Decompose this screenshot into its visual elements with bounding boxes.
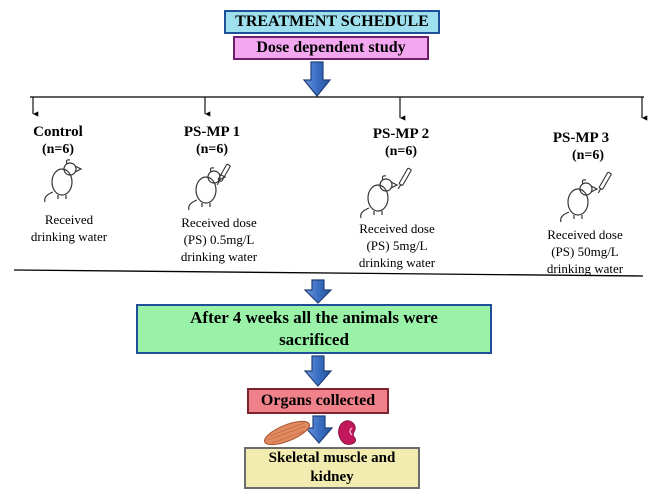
- sacrifice-line2: sacrificed: [279, 330, 349, 349]
- rat-icon-psmp3: [560, 179, 599, 223]
- desc-line: (PS) 0.5mg/L: [183, 232, 255, 247]
- tissues-box: Skeletal muscle and kidney: [244, 447, 420, 489]
- subtitle-text: Dose dependent study: [256, 39, 406, 56]
- desc-line: Received dose: [181, 215, 257, 230]
- down-arrow-1: [302, 61, 332, 97]
- group-count: (n=6): [571, 148, 605, 163]
- kidney-icon: [338, 420, 356, 445]
- organs-box: Organs collected: [247, 388, 389, 414]
- group-desc-control: Received drinking water: [14, 211, 124, 245]
- group-count: (n=6): [41, 142, 75, 157]
- down-arrow-2: [303, 279, 333, 304]
- group-desc-psmp3: Received dose (PS) 50mg/L drinking water: [530, 226, 640, 277]
- group-control: Control (n=6): [18, 123, 98, 159]
- desc-line: drinking water: [358, 255, 436, 270]
- group-name: PS-MP 3: [552, 130, 610, 146]
- group-psmp3: PS-MP 3 (n=6): [536, 129, 626, 165]
- desc-line: drinking water: [30, 229, 108, 244]
- desc-line: Received dose: [359, 221, 435, 236]
- group-count: (n=6): [195, 142, 229, 157]
- tissues-line2: kidney: [310, 469, 354, 485]
- organs-label: Organs collected: [260, 392, 376, 409]
- dropper-icon-psmp1: [216, 163, 231, 186]
- muscle-icon: [264, 420, 310, 446]
- group-desc-psmp1: Received dose (PS) 0.5mg/L drinking wate…: [164, 214, 274, 265]
- desc-line: drinking water: [546, 261, 624, 276]
- desc-line: (PS) 50mg/L: [551, 244, 619, 259]
- down-arrow-4: [304, 415, 334, 444]
- desc-line: drinking water: [180, 249, 258, 264]
- rat-icon-control: [44, 159, 83, 203]
- dropper-icon-psmp2: [397, 167, 412, 190]
- section-divider: [13, 269, 644, 277]
- sacrifice-box: After 4 weeks all the animals were sacri…: [136, 304, 492, 354]
- dropper-icon-psmp3: [597, 171, 612, 194]
- group-name: Control: [33, 124, 83, 140]
- rat-icon-psmp2: [360, 175, 399, 219]
- sacrifice-line1: After 4 weeks all the animals were: [190, 308, 438, 327]
- group-psmp2: PS-MP 2 (n=6): [356, 125, 446, 161]
- group-count: (n=6): [384, 144, 418, 159]
- group-name: PS-MP 2: [372, 126, 430, 142]
- desc-line: Received dose: [547, 227, 623, 242]
- group-name: PS-MP 1: [183, 124, 241, 140]
- desc-line: Received: [44, 212, 94, 227]
- subtitle-box: Dose dependent study: [233, 36, 429, 60]
- rat-icon-psmp1: [188, 167, 227, 211]
- title-text: TREATMENT SCHEDULE: [235, 13, 429, 30]
- group-psmp1: PS-MP 1 (n=6): [167, 123, 257, 159]
- desc-line: (PS) 5mg/L: [366, 238, 428, 253]
- group-desc-psmp2: Received dose (PS) 5mg/L drinking water: [342, 220, 452, 271]
- title-box: TREATMENT SCHEDULE: [224, 10, 440, 34]
- down-arrow-3: [303, 355, 333, 387]
- tissues-line1: Skeletal muscle and: [268, 450, 396, 466]
